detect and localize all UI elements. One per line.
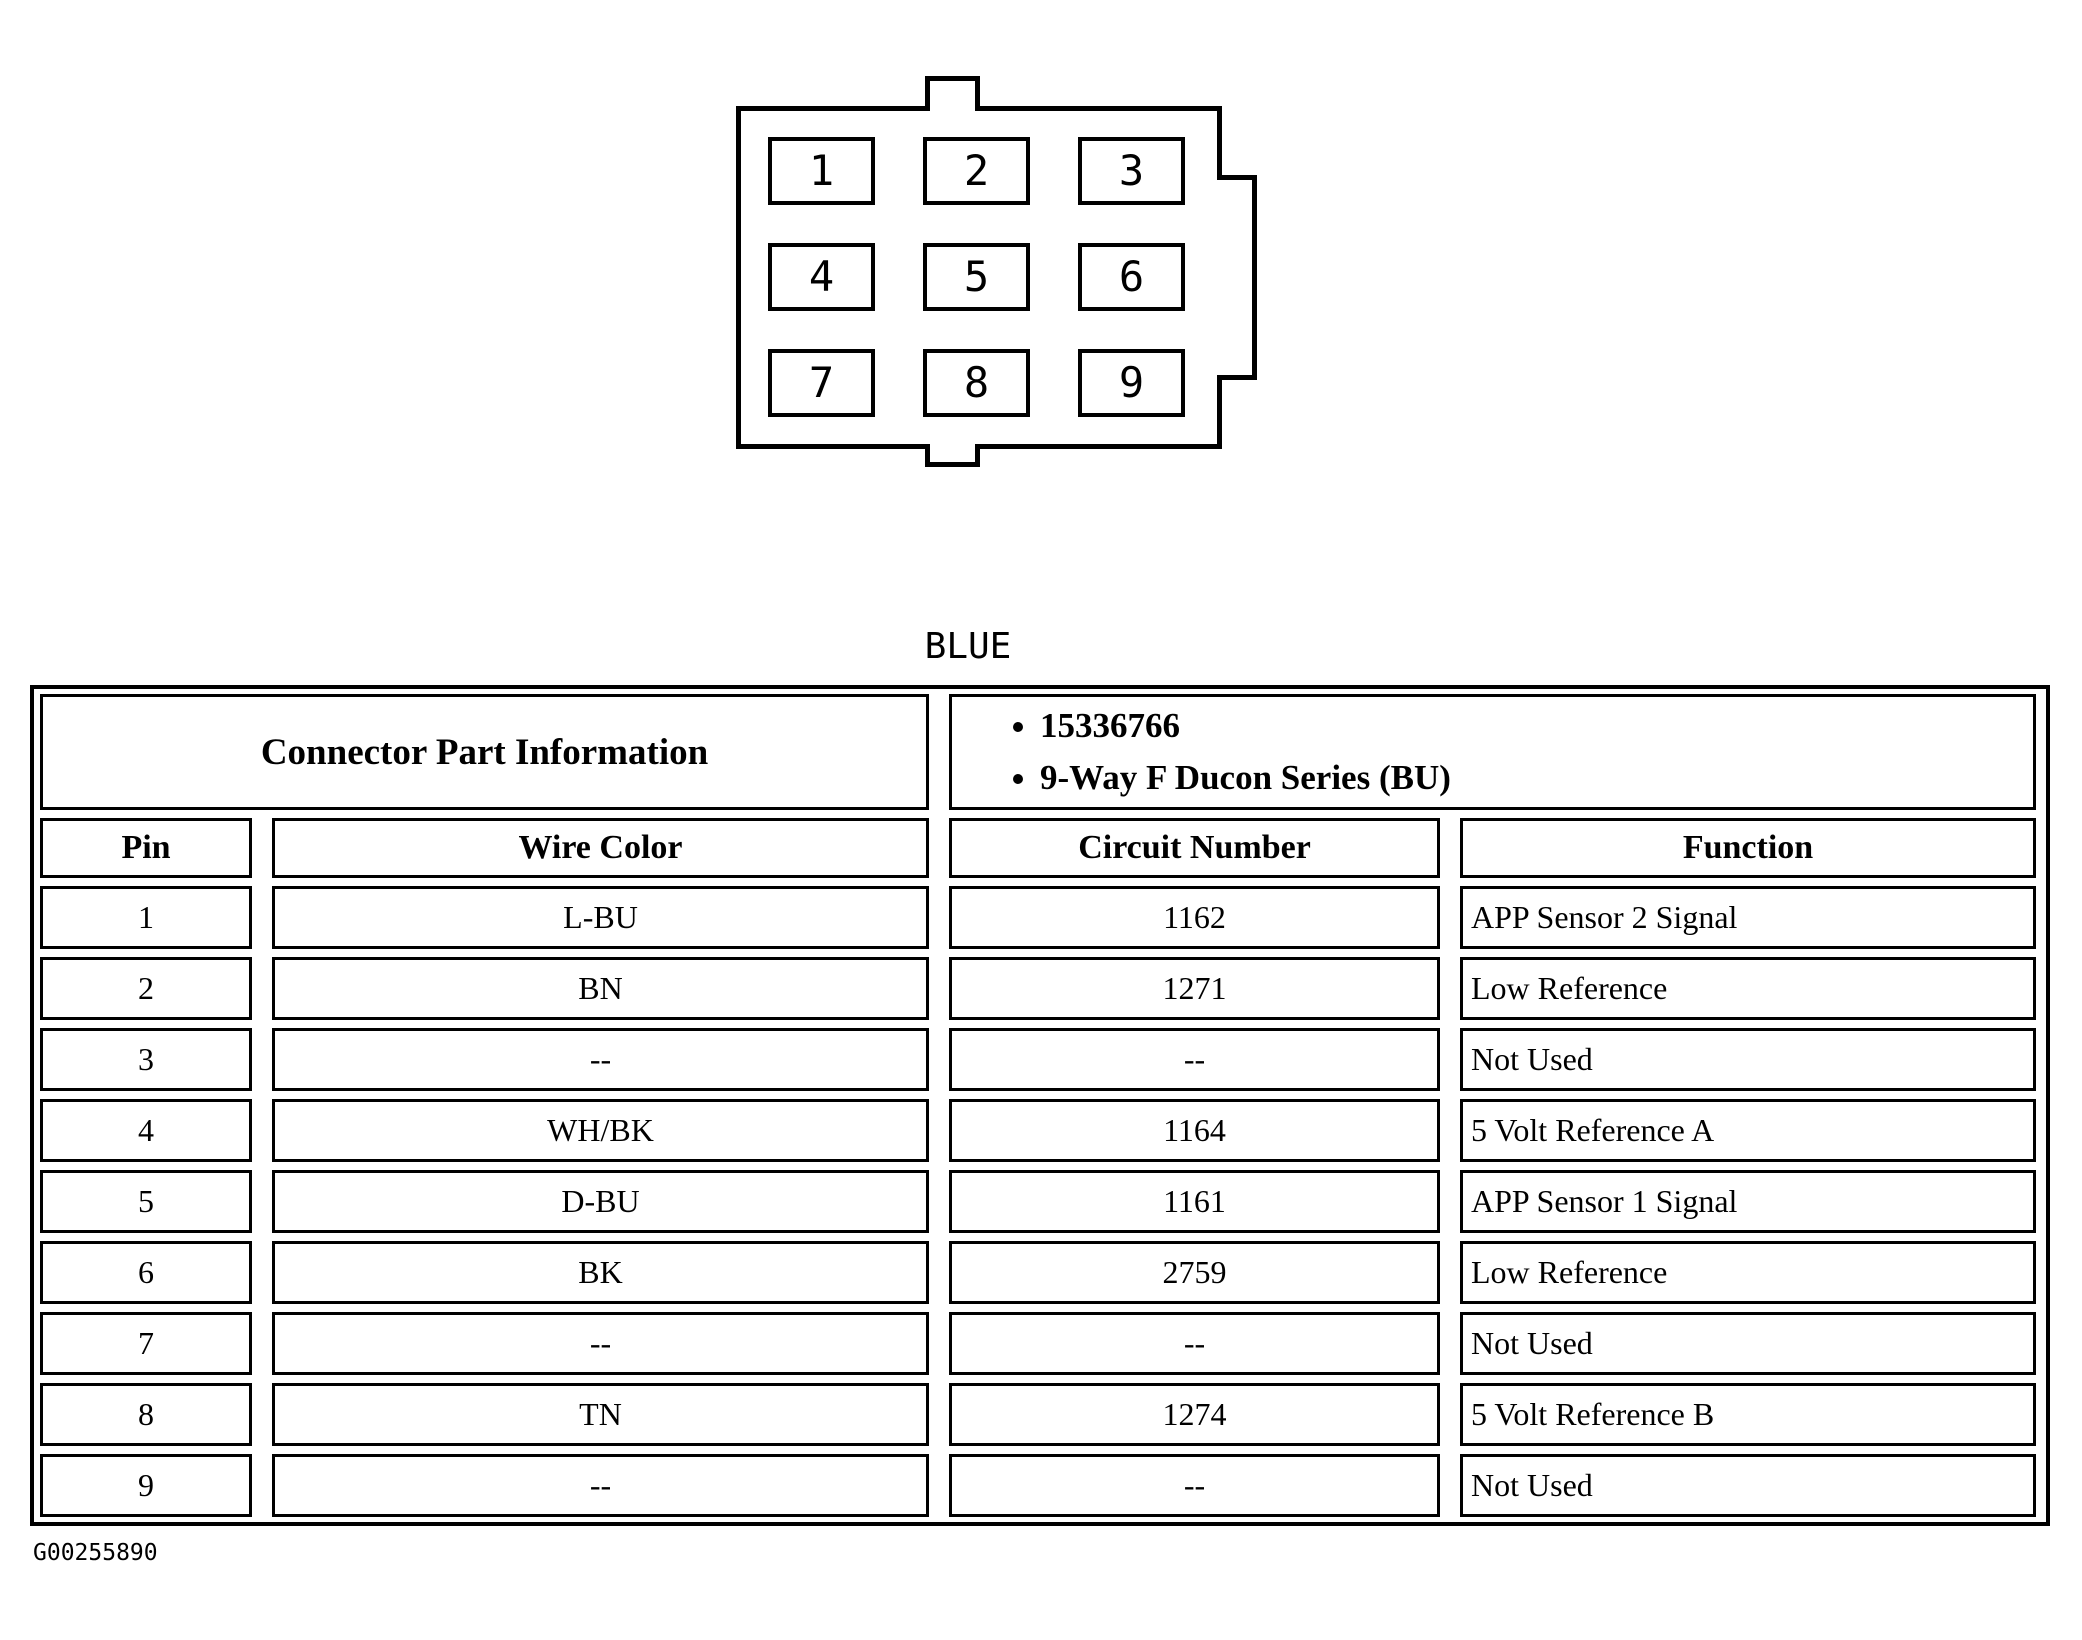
cell-wire-color: L-BU — [272, 886, 929, 949]
col-header-pin: Pin — [40, 818, 252, 878]
cell-pin: 8 — [40, 1383, 252, 1446]
cell-wire-color: BN — [272, 957, 929, 1020]
pin-box-9: 9 — [1078, 349, 1185, 417]
connector-bottom-notch — [925, 444, 980, 467]
part-info-list: 15336766 9-Way F Ducon Series (BU) — [952, 700, 1451, 804]
connector-part-table-grid: Connector Part Information 15336766 9-Wa… — [40, 694, 2040, 1517]
connector-part-table: Connector Part Information 15336766 9-Wa… — [30, 685, 2050, 1526]
col-header-wire-color: Wire Color — [272, 818, 929, 878]
cell-pin: 1 — [40, 886, 252, 949]
pin-box-4: 4 — [768, 243, 875, 311]
cell-function: APP Sensor 1 Signal — [1460, 1170, 2036, 1233]
cell-circuit-number: 1161 — [949, 1170, 1440, 1233]
pin-number: 2 — [963, 146, 990, 195]
cell-circuit-number: -- — [949, 1028, 1440, 1091]
pin-box-5: 5 — [923, 243, 1030, 311]
part-info-item: 15336766 — [1040, 700, 1451, 752]
pin-box-3: 3 — [1078, 137, 1185, 205]
pin-box-1: 1 — [768, 137, 875, 205]
pin-number: 5 — [963, 252, 990, 301]
cell-circuit-number: 1274 — [949, 1383, 1440, 1446]
pin-box-8: 8 — [923, 349, 1030, 417]
figure-id: G00255890 — [33, 1540, 158, 1566]
cell-function: Not Used — [1460, 1312, 2036, 1375]
cell-pin: 2 — [40, 957, 252, 1020]
pin-number: 6 — [1118, 252, 1145, 301]
cell-circuit-number: 2759 — [949, 1241, 1440, 1304]
cell-circuit-number: -- — [949, 1312, 1440, 1375]
cell-circuit-number: 1162 — [949, 886, 1440, 949]
pin-number: 9 — [1118, 358, 1145, 407]
col-header-circuit-number: Circuit Number — [949, 818, 1440, 878]
part-info-list-cell: 15336766 9-Way F Ducon Series (BU) — [949, 694, 2036, 810]
cell-pin: 3 — [40, 1028, 252, 1091]
cell-wire-color: TN — [272, 1383, 929, 1446]
pin-number: 4 — [808, 252, 835, 301]
cell-circuit-number: 1164 — [949, 1099, 1440, 1162]
cell-pin: 9 — [40, 1454, 252, 1517]
cell-pin: 4 — [40, 1099, 252, 1162]
pin-number: 1 — [808, 146, 835, 195]
col-header-function: Function — [1460, 818, 2036, 878]
connector-right-key — [1217, 175, 1257, 380]
cell-circuit-number: 1271 — [949, 957, 1440, 1020]
cell-pin: 5 — [40, 1170, 252, 1233]
pin-box-2: 2 — [923, 137, 1030, 205]
cell-pin: 6 — [40, 1241, 252, 1304]
cell-function: Low Reference — [1460, 1241, 2036, 1304]
part-info-title: Connector Part Information — [40, 694, 929, 810]
pin-number: 8 — [963, 358, 990, 407]
pin-box-6: 6 — [1078, 243, 1185, 311]
pin-number: 3 — [1118, 146, 1145, 195]
cell-wire-color: -- — [272, 1454, 929, 1517]
cell-function: Low Reference — [1460, 957, 2036, 1020]
cell-pin: 7 — [40, 1312, 252, 1375]
pin-number: 7 — [808, 358, 835, 407]
part-info-item: 9-Way F Ducon Series (BU) — [1040, 752, 1451, 804]
cell-wire-color: WH/BK — [272, 1099, 929, 1162]
cell-circuit-number: -- — [949, 1454, 1440, 1517]
pin-box-7: 7 — [768, 349, 875, 417]
connector-color-label: BLUE — [924, 626, 1012, 667]
cell-wire-color: -- — [272, 1312, 929, 1375]
cell-function: 5 Volt Reference A — [1460, 1099, 2036, 1162]
cell-wire-color: D-BU — [272, 1170, 929, 1233]
cell-function: Not Used — [1460, 1028, 2036, 1091]
cell-wire-color: BK — [272, 1241, 929, 1304]
cell-function: 5 Volt Reference B — [1460, 1383, 2036, 1446]
cell-function: APP Sensor 2 Signal — [1460, 886, 2036, 949]
connector-top-tab — [925, 76, 980, 111]
cell-function: Not Used — [1460, 1454, 2036, 1517]
cell-wire-color: -- — [272, 1028, 929, 1091]
